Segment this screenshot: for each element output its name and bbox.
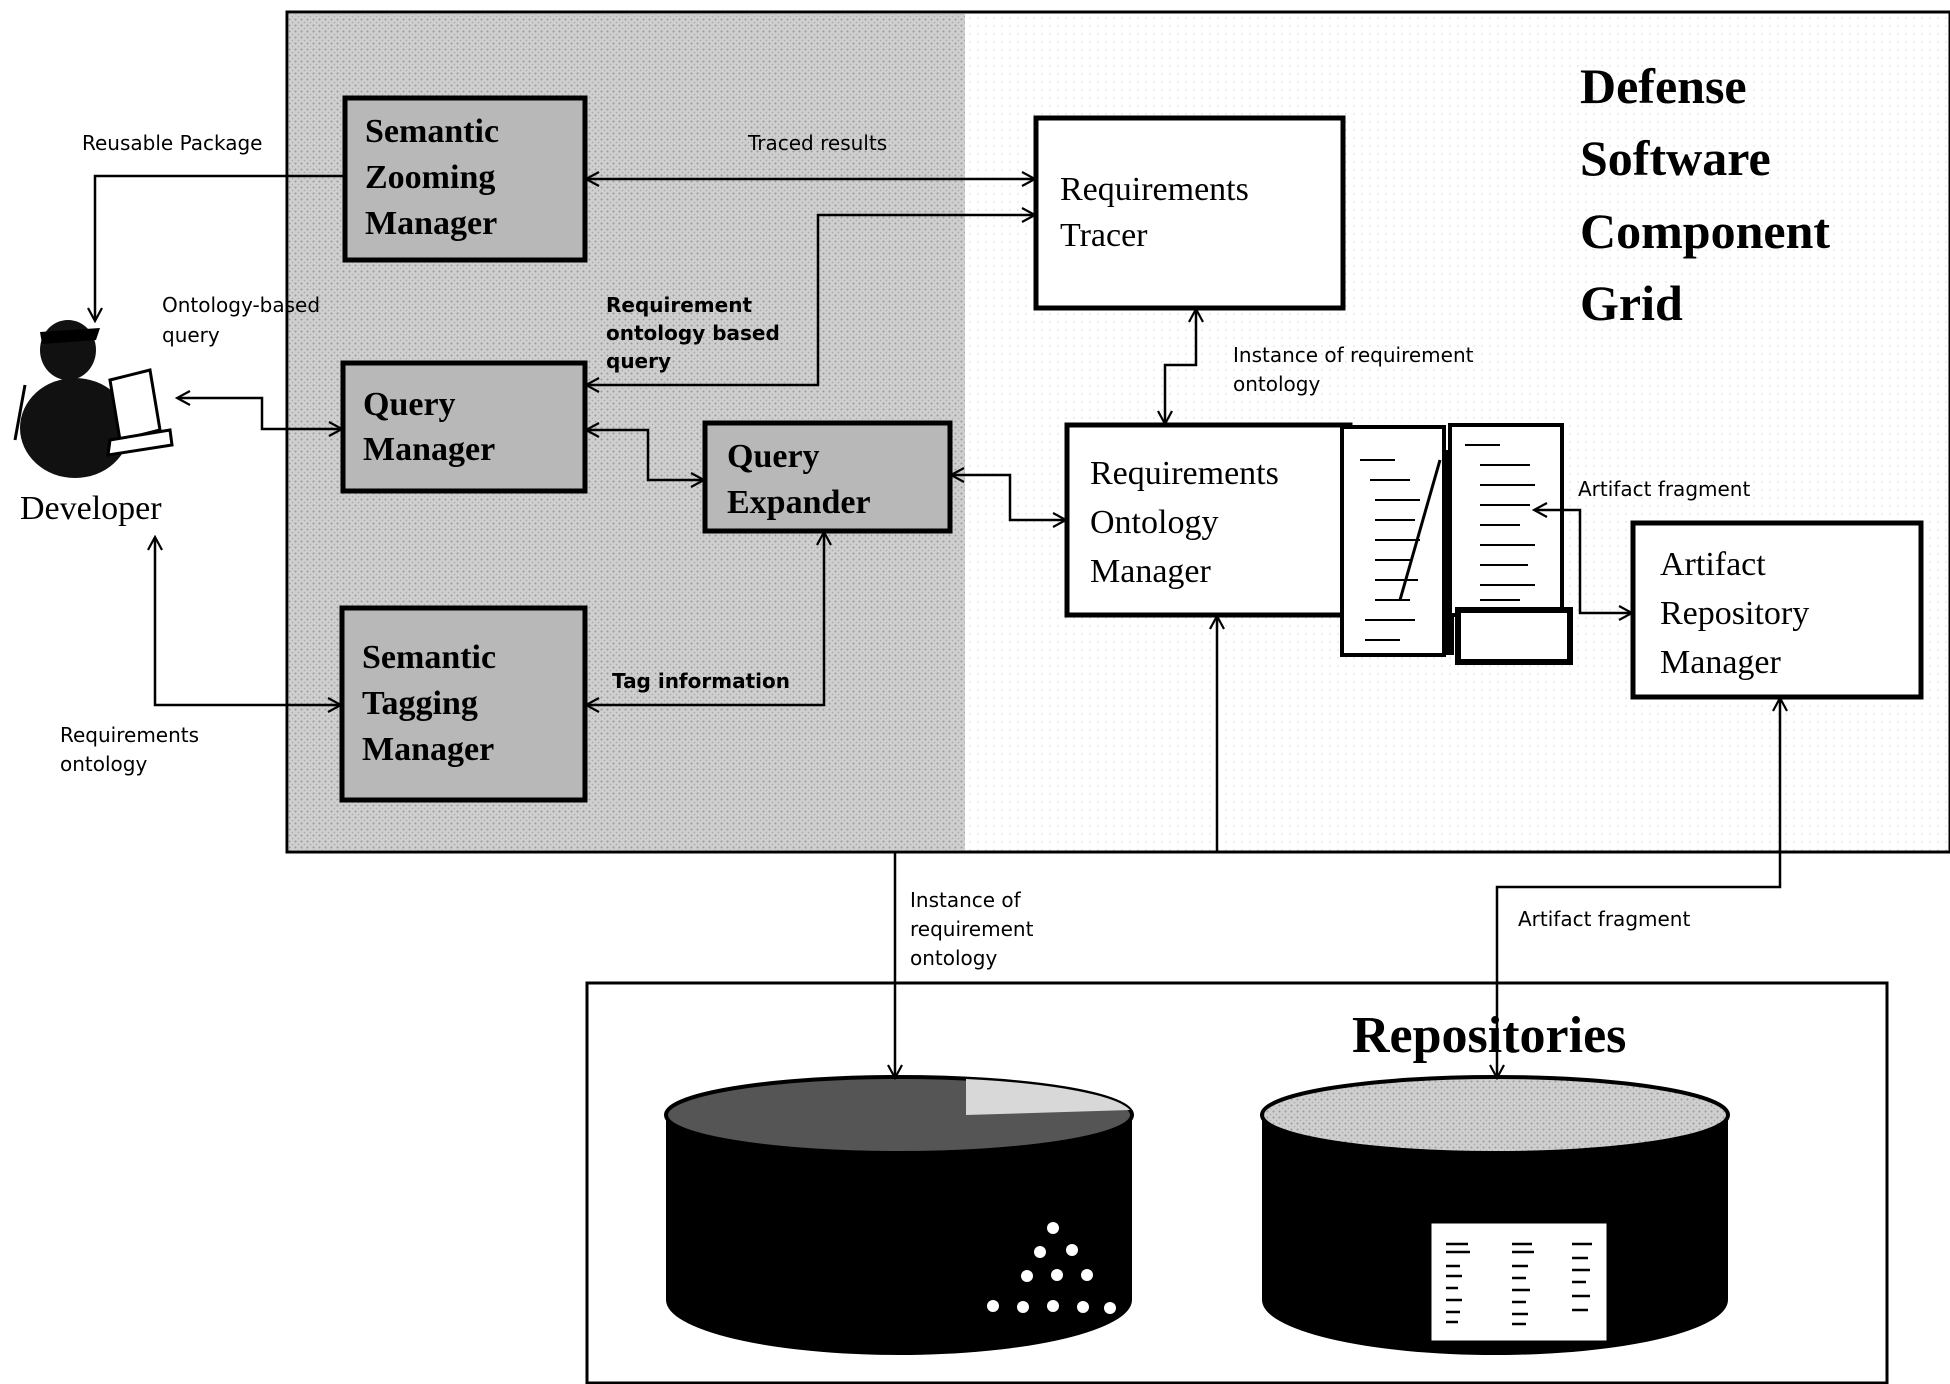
ontology-tree-screenshot: [1340, 423, 1573, 665]
tag-information-arrow: [587, 533, 824, 705]
tag-information-label: Tag information: [612, 669, 790, 693]
developer-icon: [13, 320, 174, 478]
semantic-zooming-manager-label: Semantic Zooming Manager: [365, 113, 508, 242]
developer-label: Developer: [20, 490, 162, 527]
instance-requirement-ontology-top-label: Instance of requirement ontology: [1233, 343, 1480, 396]
expander-ontology-arrow: [952, 475, 1065, 520]
semantic-zooming-manager-box[interactable]: [342, 95, 588, 263]
repositories-title: Repositories: [1352, 1007, 1626, 1064]
requirements-tracer-box[interactable]: [1033, 115, 1346, 311]
query-manager-label: Query Manager: [363, 386, 495, 468]
query-expander-label: Query Expander: [727, 438, 871, 521]
ontology-based-query-label: Ontology-based query: [162, 293, 326, 347]
ontology-based-query-arrow: [178, 398, 341, 429]
instance-ontology-db-arrow: [895, 617, 1217, 1077]
requirements-ontology-label: Requirements ontology: [60, 723, 205, 776]
instance-requirement-ontology-bottom-label: Instance of requirement ontology: [910, 888, 1040, 970]
traced-results-label: Traced results: [747, 131, 887, 155]
artifact-repository-manager-label: Artifact Repository Manager: [1660, 546, 1818, 681]
requirements-tracer-label: Requirements Tracer: [1060, 171, 1257, 254]
artifact-fragment-top-arrow: [1535, 510, 1631, 613]
grid-title-line-2: Software: [1580, 130, 1771, 186]
requirements-ontology-manager-label: Requirements Ontology Manager: [1090, 455, 1287, 590]
requirement-ontology-based-query-label: Requirement ontology based query: [606, 293, 787, 373]
artifact-fragment-top-label: Artifact fragment: [1578, 477, 1750, 501]
query-expansion-arrow: [587, 430, 703, 480]
artifact-database-icon: [1260, 1075, 1730, 1355]
artifact-fragment-bottom-label: Artifact fragment: [1518, 907, 1690, 931]
grid-title-line-1: Defense: [1580, 58, 1747, 114]
reusable-package-label: Reusable Package: [82, 131, 262, 155]
grid-title: Defense Software Component Grid: [1580, 58, 1843, 331]
requirements-ontology-manager-box[interactable]: [1064, 422, 1353, 618]
grid-title-line-4: Grid: [1580, 275, 1683, 331]
artifact-fragment-db-arrow: [1497, 699, 1780, 1077]
reusable-package-arrow: [95, 174, 343, 320]
requirements-ontology-arrow: [155, 538, 340, 705]
requirement-query-arrow: [587, 215, 1034, 385]
semantic-tagging-manager-box[interactable]: [339, 605, 588, 803]
requirement-ontology-database-icon: [664, 1075, 1134, 1355]
grid-title-line-3: Component: [1580, 203, 1830, 259]
query-manager-box[interactable]: [340, 360, 588, 494]
tracer-ontology-arrow: [1165, 310, 1196, 423]
semantic-tagging-manager-label: Semantic Tagging Manager: [362, 639, 505, 768]
